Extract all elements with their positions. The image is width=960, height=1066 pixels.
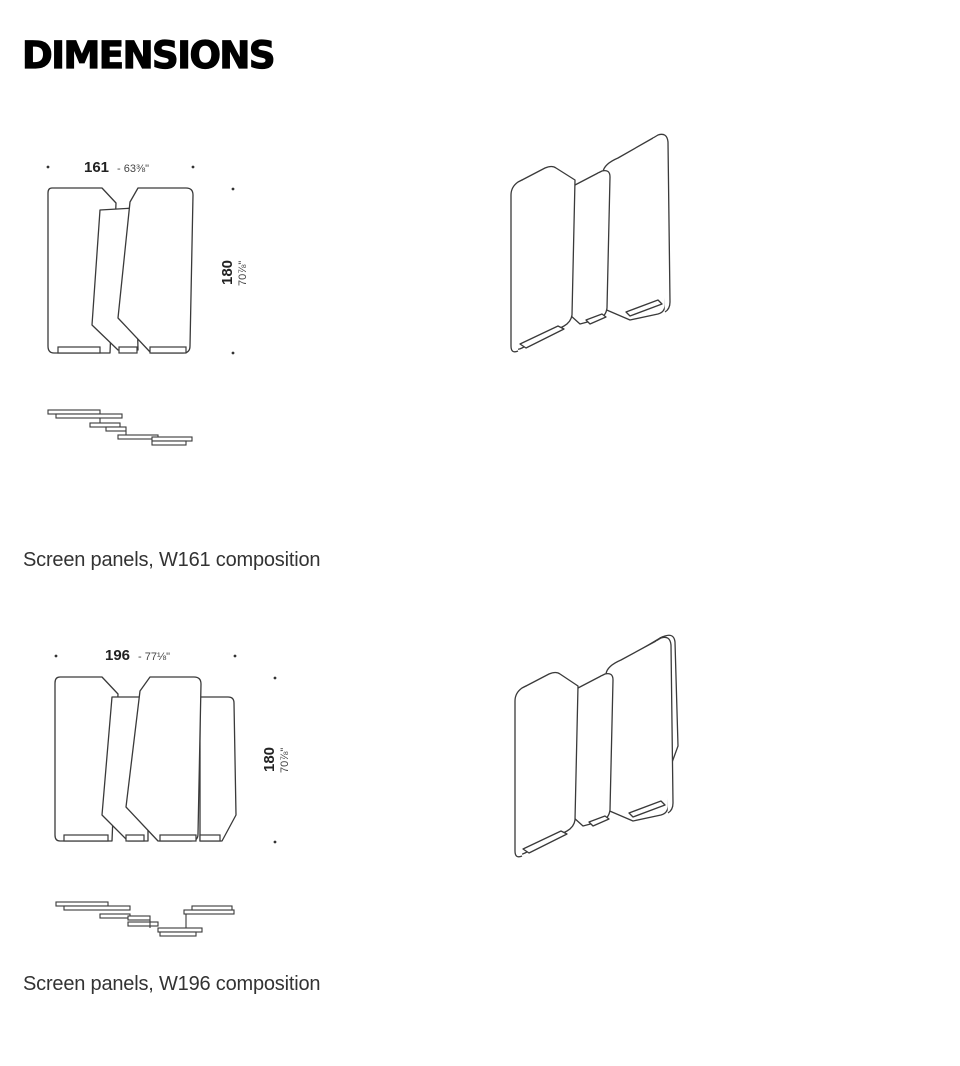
panel-foot (199, 834, 221, 842)
panel-foot (57, 346, 101, 354)
height-dimension: 180 (219, 260, 236, 285)
panel-foot (125, 834, 145, 842)
panel-foot (149, 346, 187, 354)
composition-2-plan-view (55, 901, 235, 937)
composition-2-front-view: 196 - 77⅛" 180 70⅞" (54, 647, 291, 844)
height-dimension: 180 (261, 747, 278, 772)
composition-1-plan-view (47, 409, 193, 446)
screen-panel-front (513, 165, 576, 350)
dimension-marker (191, 165, 195, 169)
composition-1-perspective-view (510, 133, 671, 353)
screen-panel-front (516, 671, 579, 855)
width-dimension-imperial: - 77⅛" (138, 651, 170, 663)
height-dimension-imperial: 70⅞" (237, 261, 249, 286)
composition-2-perspective-view (514, 634, 679, 858)
dimension-marker (46, 165, 50, 169)
dimension-marker (273, 676, 277, 680)
width-dimension-imperial: - 63⅜" (117, 163, 149, 175)
screen-panel-left (54, 676, 119, 842)
height-dimension-imperial: 70⅞" (279, 748, 291, 773)
composition-2-caption: Screen panels, W196 composition (23, 973, 321, 995)
screen-panel-far-right (199, 696, 237, 842)
dimension-marker (233, 654, 237, 658)
dimension-marker (54, 654, 58, 658)
dimension-marker (231, 187, 235, 191)
screen-panel-right (117, 187, 194, 354)
width-dimension: 161 (84, 159, 109, 176)
panel-foot (118, 346, 138, 354)
dimension-marker (273, 840, 277, 844)
width-dimension: 196 (105, 647, 130, 664)
panel-foot (159, 834, 197, 842)
composition-1-caption: Screen panels, W161 composition (23, 549, 321, 571)
page-title: DIMENSIONS (21, 33, 276, 77)
composition-1-front-view: 161 - 63⅜" 180 70⅞" (46, 159, 249, 355)
panel-foot (63, 834, 109, 842)
dimension-marker (231, 351, 235, 355)
